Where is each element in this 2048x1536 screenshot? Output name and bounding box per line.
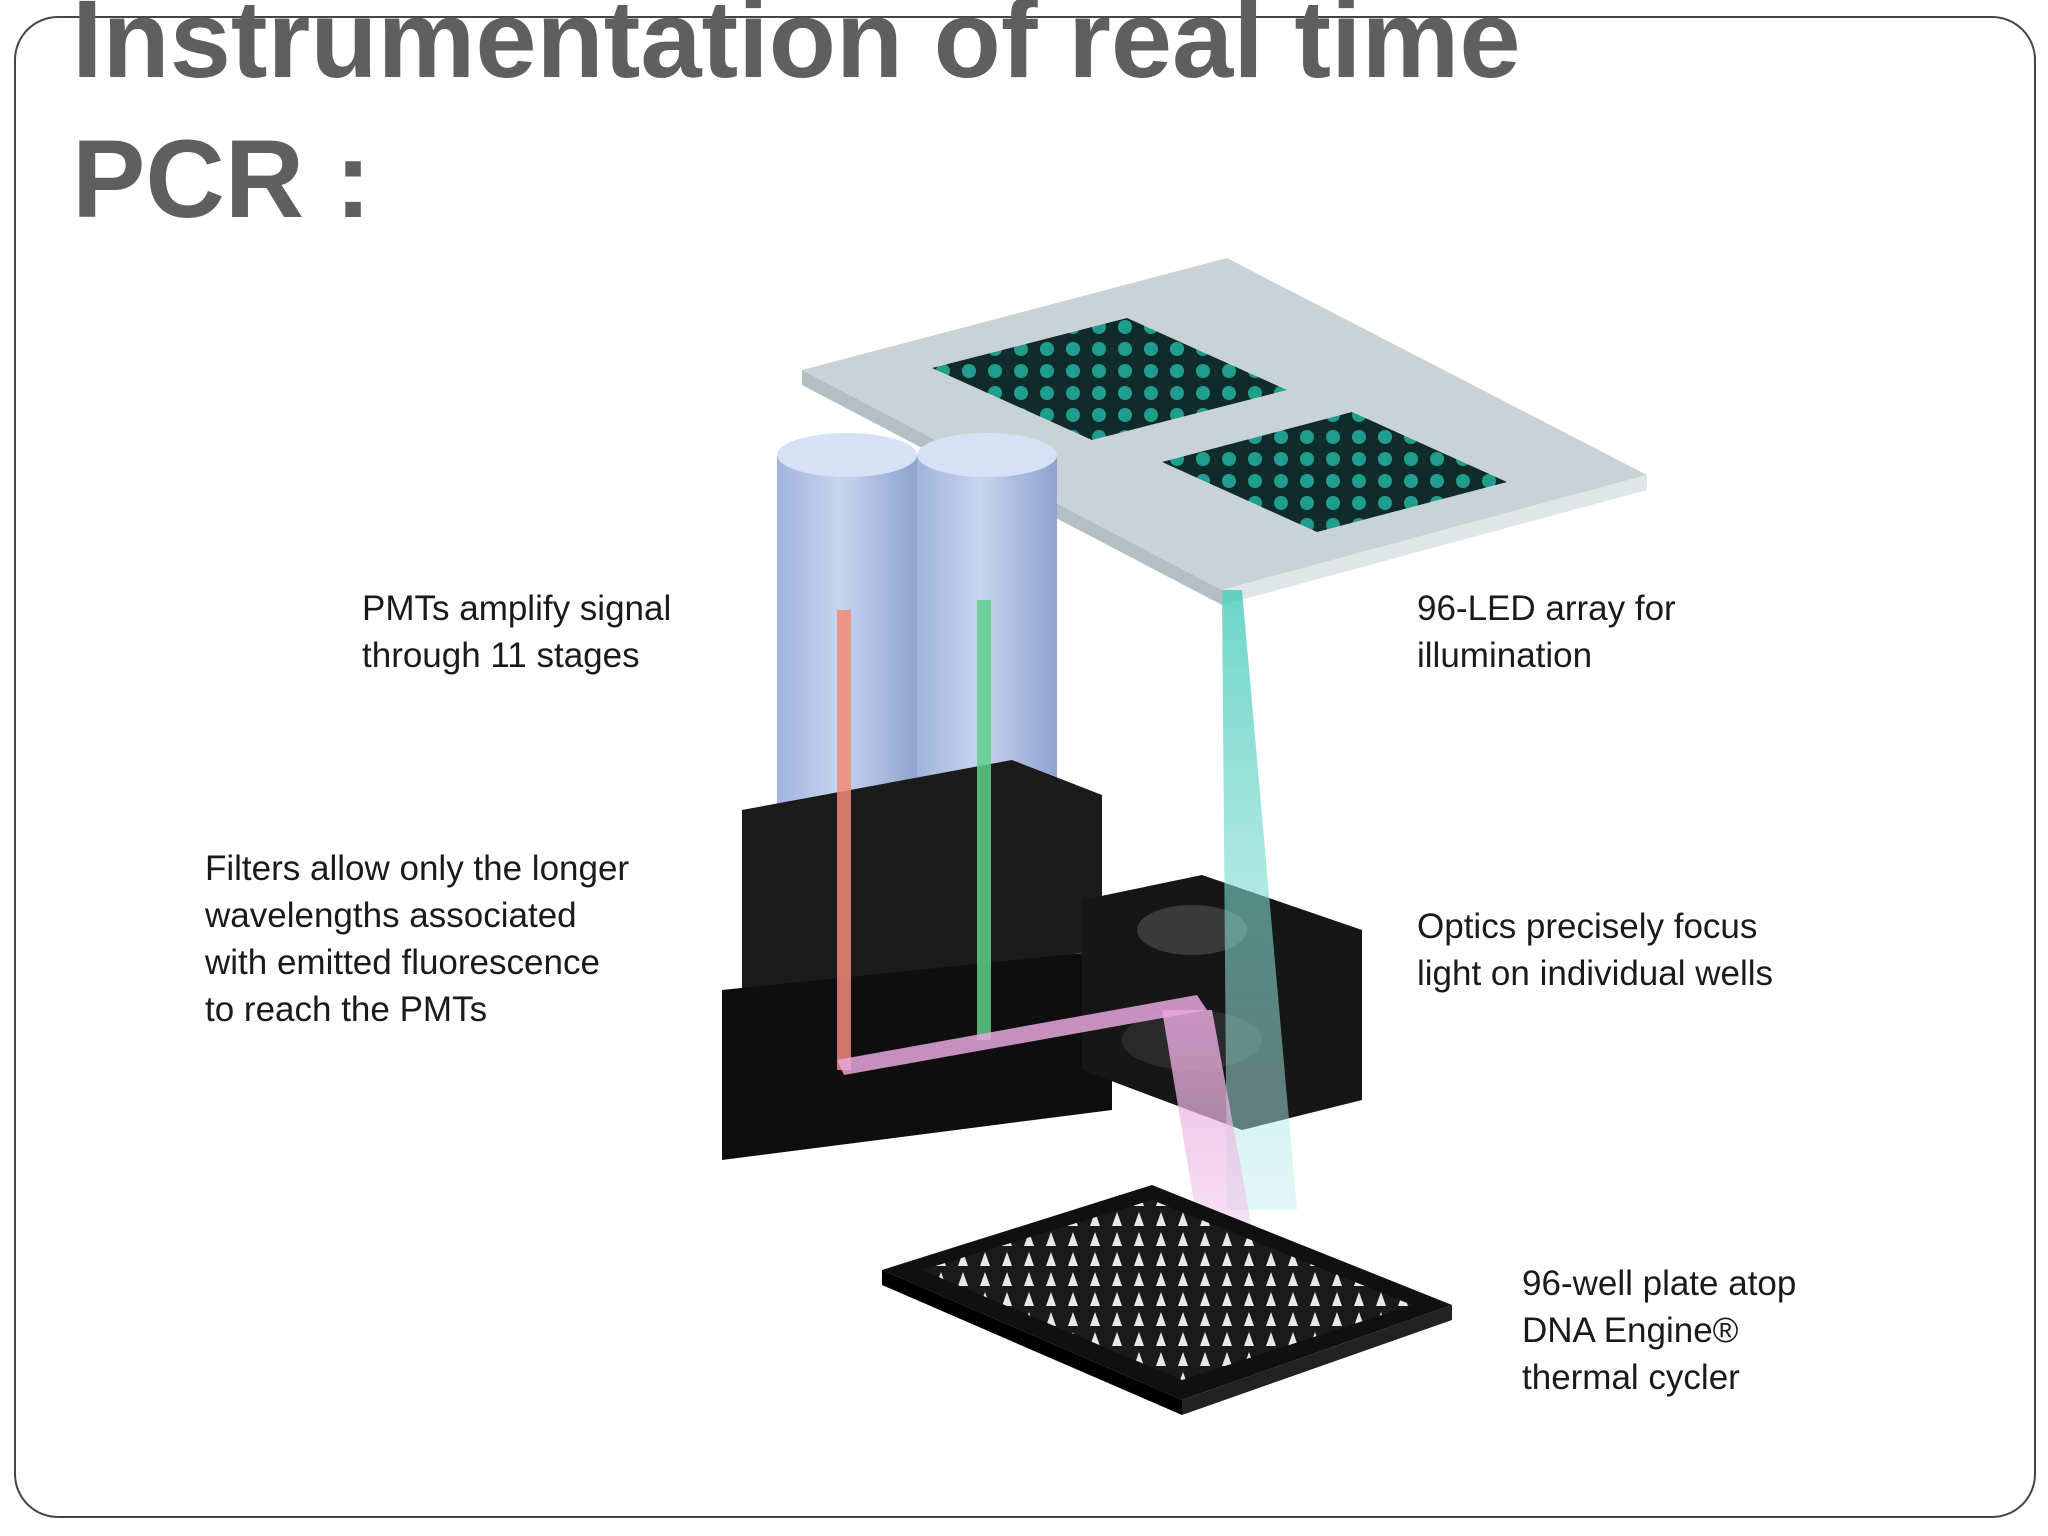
label-pmt: PMTs amplify signal through 11 stages [362,585,671,679]
label-filters-line-4: to reach the PMTs [205,990,488,1029]
label-plate-line-3: thermal cycler [1522,1358,1740,1397]
label-led-line-2: illumination [1417,636,1593,675]
label-plate-line-2: DNA Engine® [1522,1311,1739,1350]
pcr-instrument-diagram: PMTs amplify signal through 11 stages 96… [72,250,1942,1490]
label-filters: Filters allow only the longer wavelength… [205,845,629,1033]
label-filters-line-1: Filters allow only the longer [205,849,630,888]
label-pmt-line-1: PMTs amplify signal [362,589,672,628]
slide-title-line-1: Instrumentation of real time [72,0,1521,101]
label-optics-line-1: Optics precisely focus [1417,907,1758,946]
label-plate-line-1: 96-well plate atop [1522,1264,1797,1303]
label-optics-line-2: light on individual wells [1417,954,1774,993]
label-filters-line-2: wavelengths associated [205,896,577,935]
label-optics: Optics precisely focus light on individu… [1417,903,1773,997]
slide-title-line-2: PCR : [72,118,372,241]
label-pmt-line-2: through 11 stages [362,636,640,675]
label-well-plate: 96-well plate atop DNA Engine® thermal c… [1522,1260,1796,1401]
label-led-line-1: 96-LED array for [1417,589,1676,628]
pcr-instrument-illustration [722,258,1647,1415]
well-plate [882,1185,1452,1415]
label-led-array: 96-LED array for illumination [1417,585,1676,679]
slide-title: Instrumentation of real time PCR : [72,0,1972,250]
label-filters-line-3: with emitted fluorescence [205,943,600,982]
